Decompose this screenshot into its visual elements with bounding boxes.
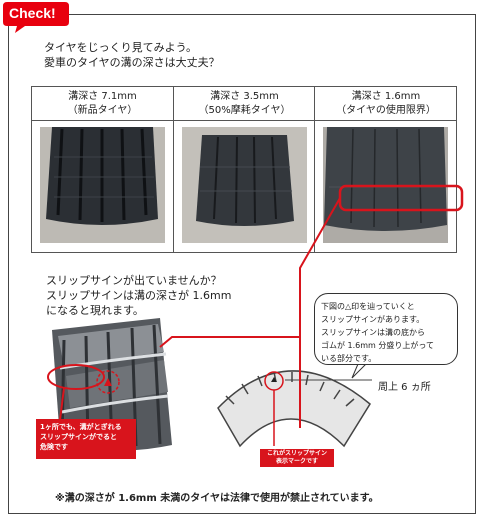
mark-label-line-2: 表示マークです (275, 458, 318, 465)
mark-label-line-1: これがスリップサイン (266, 450, 327, 457)
worn-tire-slip-highlight (299, 184, 464, 337)
badge-shape (3, 2, 69, 33)
bubble-line-3: スリップサインは溝の底から (321, 328, 425, 337)
tread-state: （タイヤの使用限界） (336, 105, 436, 116)
intro-line-1: タイヤをじっくり見てみよう。 (44, 41, 198, 54)
slip-sign-highlight (47, 336, 300, 421)
bubble-line-5: いる部分です。 (321, 354, 377, 363)
slip-line-3: になると現れます。 (46, 304, 144, 317)
danger-line-3: 危険です (40, 443, 68, 451)
slip-sign-text: スリップサインが出ていませんか？ スリップサインは溝の深さが 1.6mm になる… (46, 273, 231, 318)
explanation-bubble: 下図の△印を辿っていくと スリップサインがあります。 スリップサインは溝の底から… (314, 293, 458, 365)
tread-depth: 溝深さ 7.1mm (68, 91, 137, 102)
slip-line-2: スリップサインは溝の深さが 1.6mm (46, 289, 232, 302)
tread-column-half: 溝深さ 3.5mm （50%摩耗タイヤ） (173, 87, 315, 252)
check-badge: Check! (3, 0, 69, 33)
intro-line-2: 愛車のタイヤの溝の深さは大丈夫？ (44, 56, 220, 69)
danger-callout: 1ヶ所でも、溝がとぎれる スリップサインがでると 危険です (36, 419, 136, 459)
danger-line-1: 1ヶ所でも、溝がとぎれる (40, 423, 122, 431)
slip-sign-mark-label: これがスリップサイン 表示マークです (260, 449, 334, 467)
badge-label: Check! (9, 5, 56, 21)
bubble-tail (351, 363, 368, 379)
tread-column-header: 溝深さ 7.1mm （新品タイヤ） (32, 87, 173, 121)
tread-column-header: 溝深さ 3.5mm （50%摩耗タイヤ） (174, 87, 315, 121)
tread-depth: 溝深さ 1.6mm (351, 91, 421, 102)
tread-depth-table: 溝深さ 7.1mm （新品タイヤ） 溝深さ 3.5mm （50%摩耗タイヤ） (31, 86, 457, 253)
bubble-line-2: スリップサインがあります。 (321, 315, 425, 324)
tread-column-header: 溝深さ 1.6mm （タイヤの使用限界） (315, 87, 457, 121)
legal-footnote: ※溝の深さが 1.6mm 未満のタイヤは法律で使用が禁止されています。 (55, 493, 379, 504)
tread-arc-illustration (217, 337, 372, 448)
tread-column-new: 溝深さ 7.1mm （新品タイヤ） (32, 87, 173, 252)
tread-state: （50%摩耗タイヤ） (198, 105, 291, 116)
tread-state: （新品タイヤ） (67, 105, 138, 116)
danger-line-2: スリップサインがでると (40, 433, 117, 441)
slip-line-1: スリップサインが出ていませんか？ (46, 274, 222, 287)
around-count-label: 周上 6 ヵ所 (378, 382, 431, 393)
bubble-line-4: ゴムが 1.6mm 分盛り上がって (321, 341, 434, 350)
tread-depth: 溝深さ 3.5mm (210, 91, 279, 102)
tire-photo-new (40, 127, 165, 243)
intro-text: タイヤをじっくり見てみよう。 愛車のタイヤの溝の深さは大丈夫？ (44, 40, 220, 70)
bubble-line-1: 下図の△印を辿っていくと (321, 302, 415, 311)
tire-photo-half-worn (182, 127, 307, 243)
